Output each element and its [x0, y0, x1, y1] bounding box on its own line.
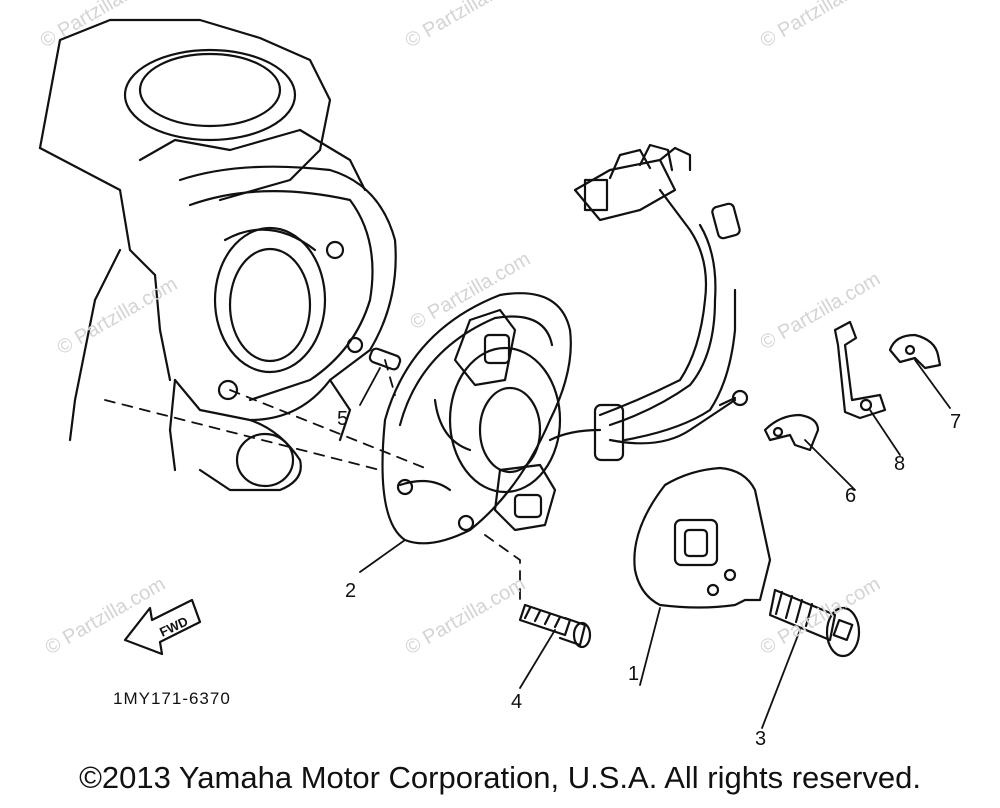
alignment-lines [104, 359, 521, 601]
clip [888, 333, 942, 370]
watermark: © Partzilla.com [757, 573, 885, 659]
engine-crankcase-drawing [38, 18, 397, 492]
screw [768, 588, 861, 658]
bolt-flange [518, 603, 592, 649]
watermark: © Partzilla.com [402, 573, 530, 659]
callout-8: 8 [894, 453, 905, 475]
base-plate [633, 466, 772, 609]
watermark: © Partzilla.com [54, 273, 182, 359]
callout-1: 1 [628, 663, 639, 685]
copyright-notice: ©2013 Yamaha Motor Corporation, U.S.A. A… [79, 760, 921, 795]
stator-assembly [381, 292, 602, 545]
callout-4: 4 [511, 691, 522, 713]
callout-2: 2 [345, 580, 356, 602]
bracket [833, 320, 887, 420]
watermarks: © Partzilla.com © Partzilla.com © Partzi… [37, 0, 885, 659]
dowel-pin [368, 347, 402, 371]
watermark: © Partzilla.com [42, 573, 170, 659]
forward-arrow-icon [123, 598, 202, 656]
callout-6: 6 [845, 485, 856, 507]
leader-lines [359, 359, 951, 729]
exploded-view-drawing: FWD 1 2 3 4 5 6 7 8 1MY171-6370 © Partzi… [37, 0, 962, 750]
watermark: © Partzilla.com [37, 0, 165, 52]
wire-harness [573, 143, 749, 462]
watermark: © Partzilla.com [757, 268, 885, 354]
callout-5: 5 [337, 408, 348, 430]
callout-7: 7 [950, 411, 961, 433]
watermark: © Partzilla.com [402, 0, 530, 52]
part-code: 1MY171-6370 [113, 689, 231, 708]
callout-3: 3 [755, 728, 766, 750]
watermark: © Partzilla.com [757, 0, 885, 52]
